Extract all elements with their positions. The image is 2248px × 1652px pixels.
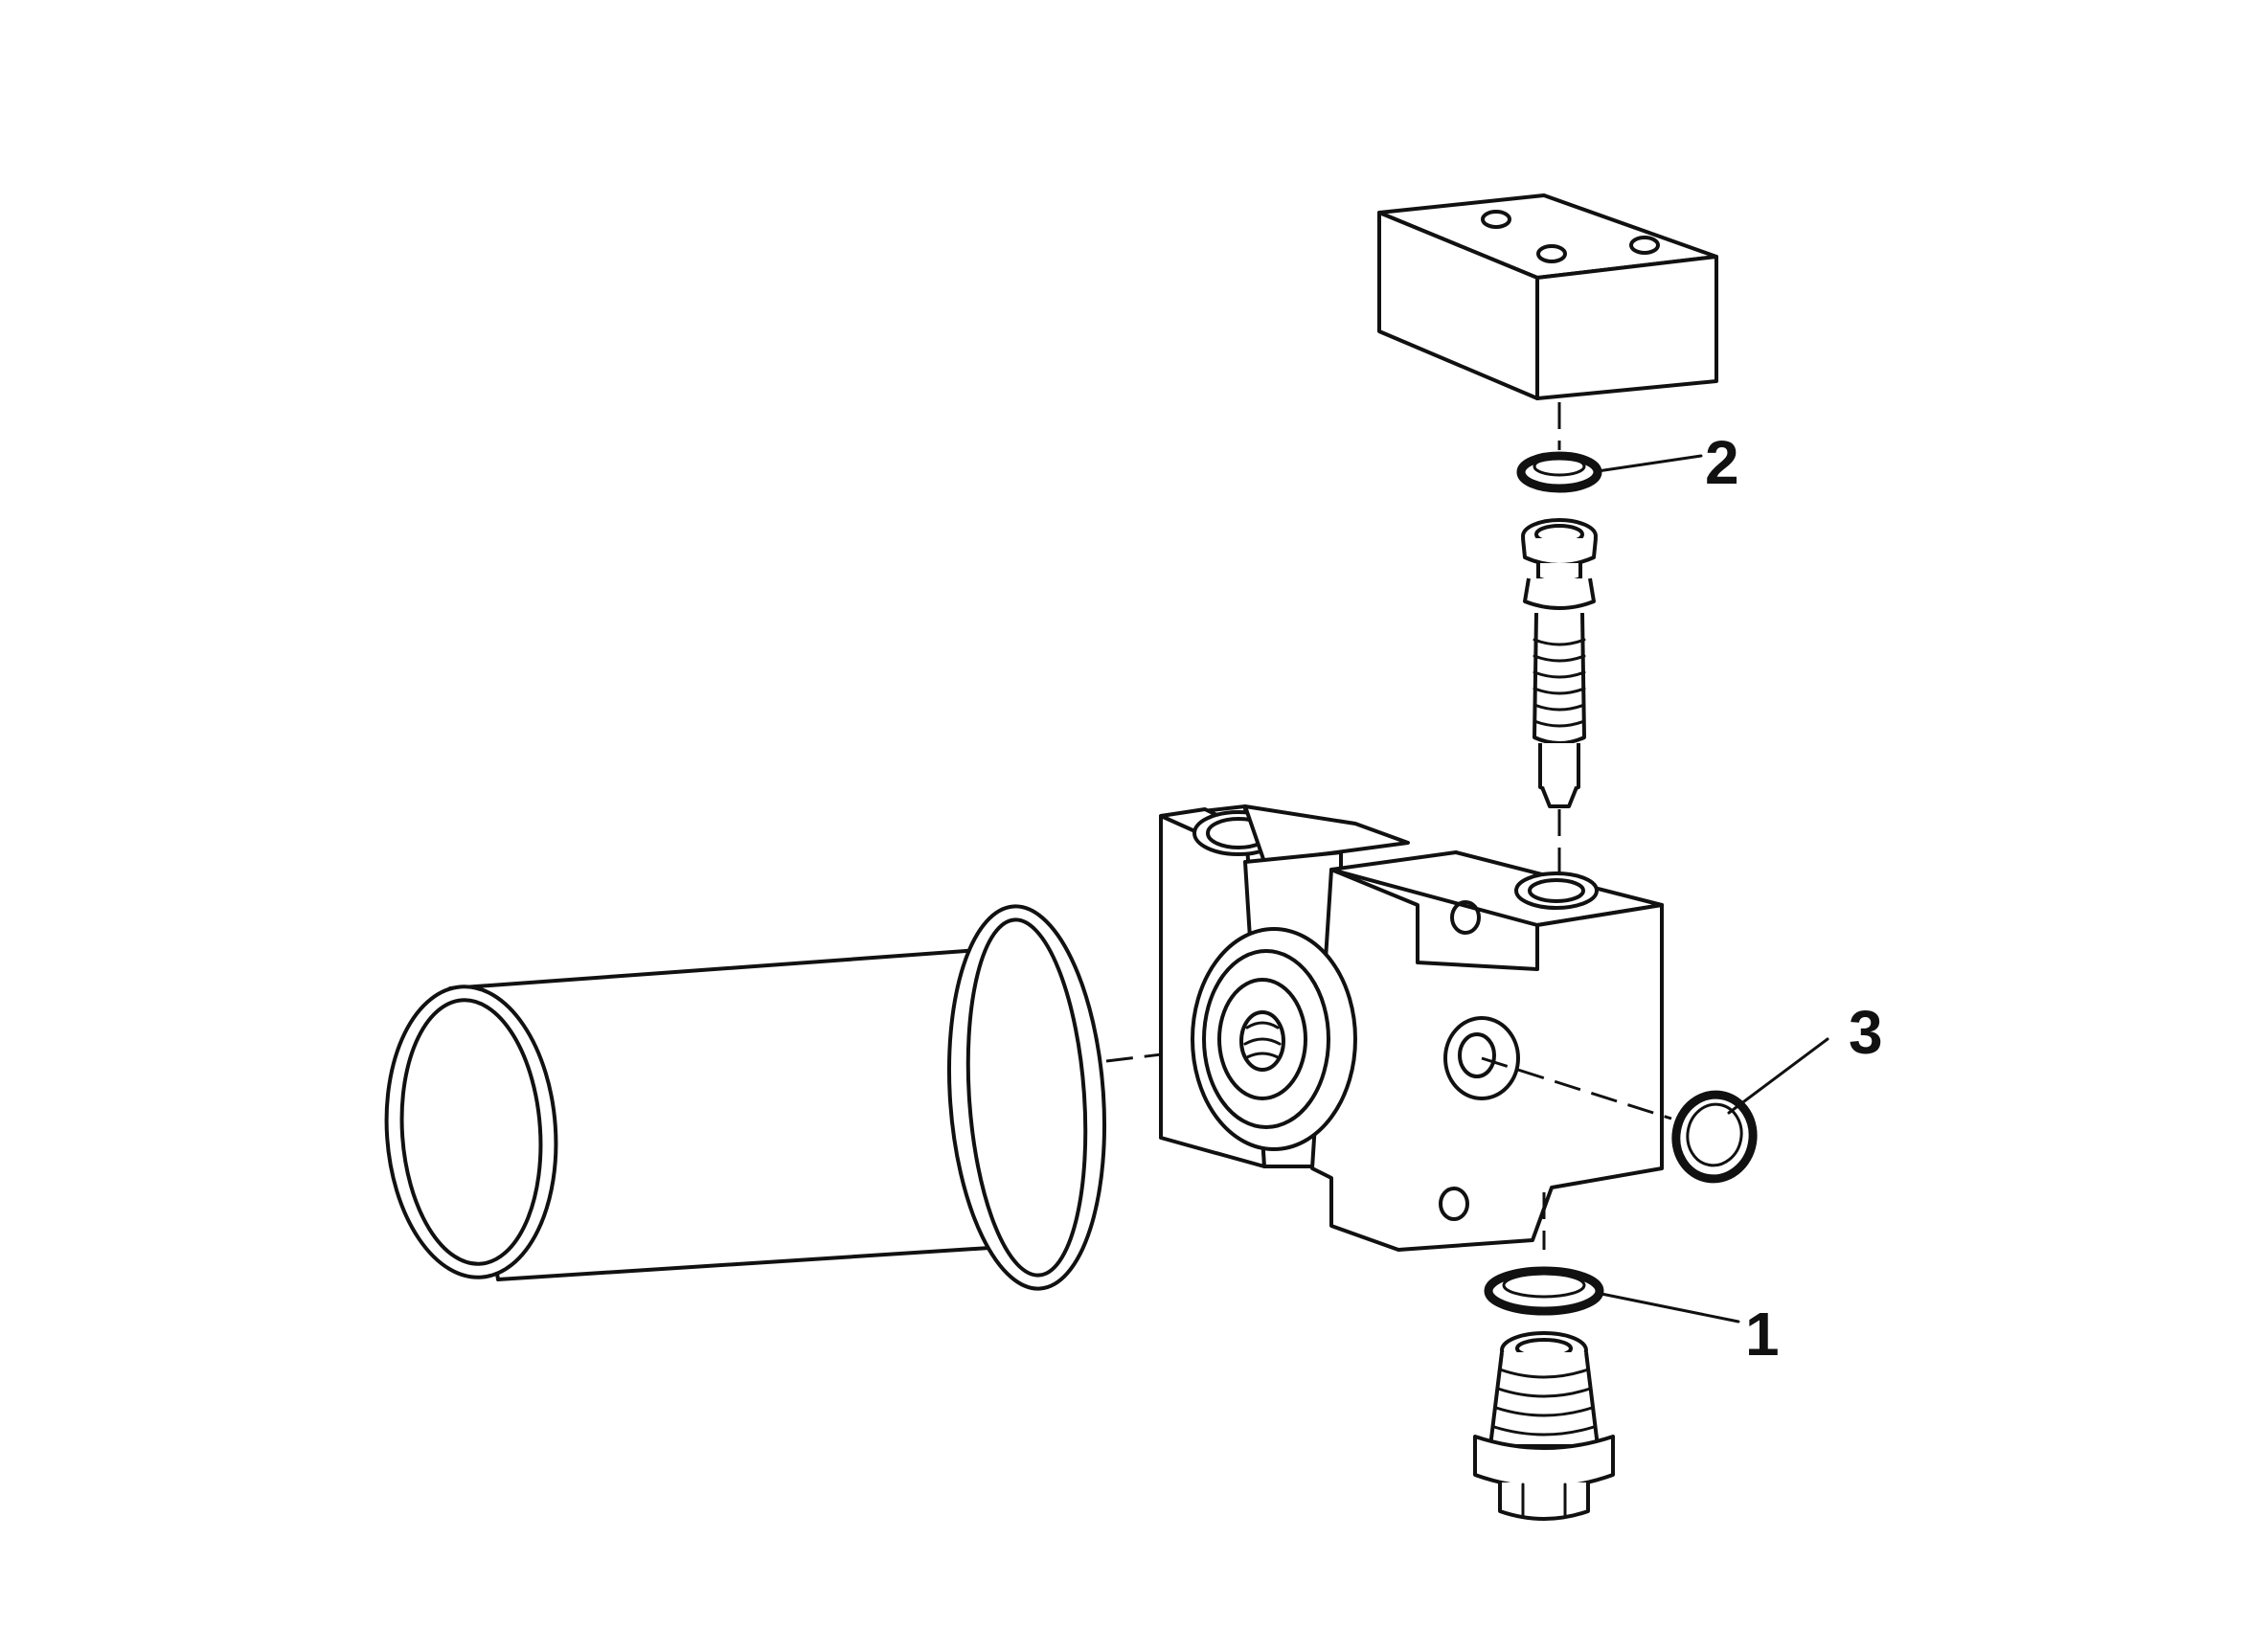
valve-cartridge xyxy=(1521,518,1598,808)
o-ring-1 xyxy=(1484,1266,1604,1316)
filter-bowl xyxy=(384,904,1107,1291)
leader-line-3 xyxy=(1727,1037,1829,1115)
leader-line-2 xyxy=(1596,454,1703,473)
axis-line-port xyxy=(1481,1056,1672,1120)
o-ring-3 xyxy=(1671,1090,1758,1184)
callout-2: 2 xyxy=(1705,428,1739,497)
cover-block xyxy=(1377,193,1718,400)
drain-plug xyxy=(1473,1331,1615,1521)
filter-head-body xyxy=(1159,804,1664,1252)
callout-3: 3 xyxy=(1849,998,1883,1067)
o-ring-2 xyxy=(1516,451,1602,493)
leader-line-1 xyxy=(1595,1291,1740,1324)
callout-1: 1 xyxy=(1745,1300,1780,1369)
